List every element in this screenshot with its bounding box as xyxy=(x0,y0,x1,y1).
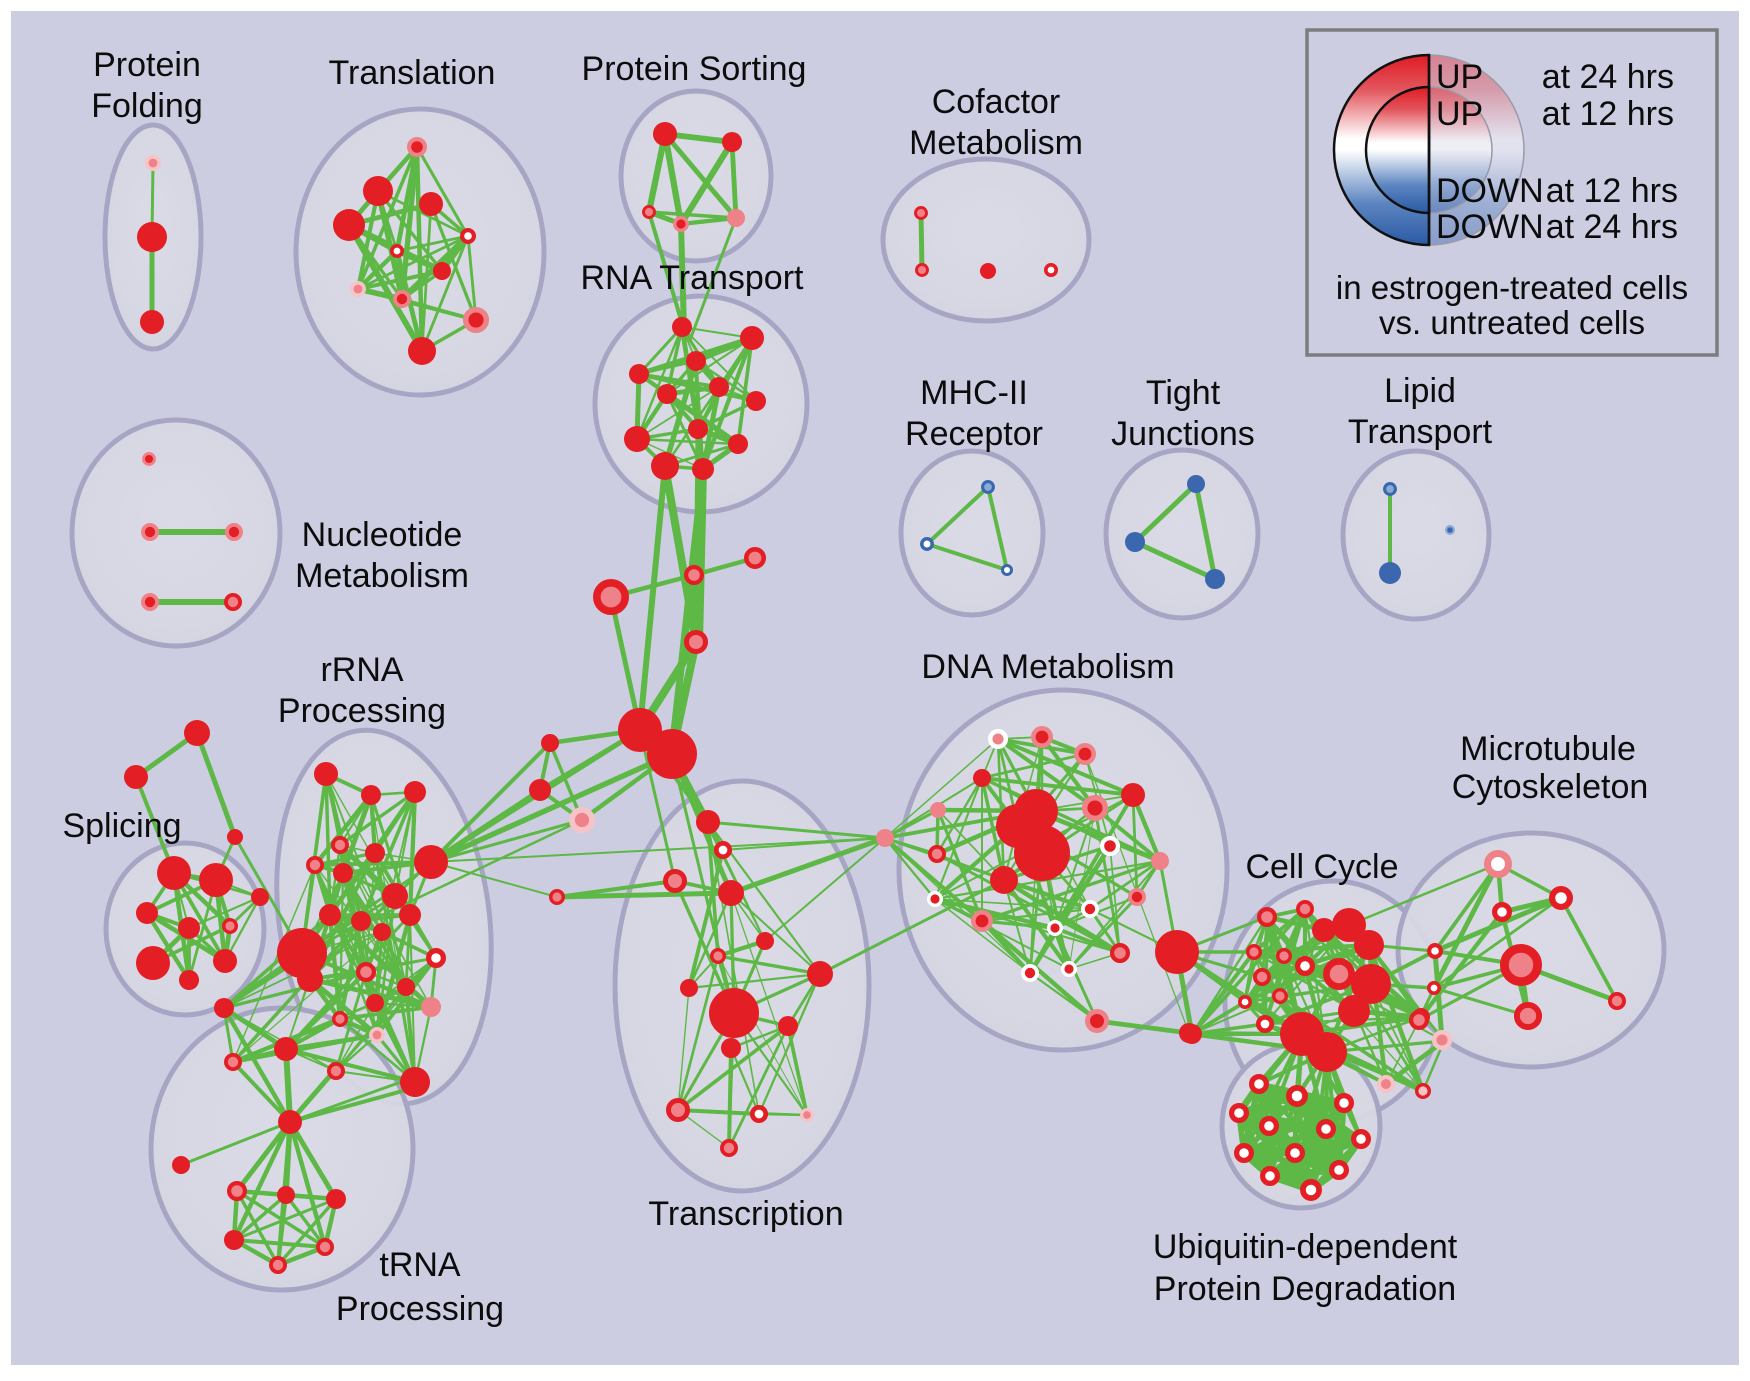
svg-text:DOWN: DOWN xyxy=(1436,208,1544,246)
svg-text:Processing: Processing xyxy=(336,1290,504,1328)
svg-text:Tight: Tight xyxy=(1146,374,1221,412)
svg-text:UP: UP xyxy=(1436,95,1483,133)
svg-text:rRNA: rRNA xyxy=(320,651,403,689)
svg-text:at 24 hrs: at 24 hrs xyxy=(1542,58,1674,96)
svg-text:at 12 hrs: at 12 hrs xyxy=(1542,95,1674,133)
svg-text:at 24 hrs: at 24 hrs xyxy=(1546,208,1678,246)
svg-text:Microtubule: Microtubule xyxy=(1460,730,1636,768)
svg-text:vs. untreated cells: vs. untreated cells xyxy=(1379,304,1645,341)
svg-text:Processing: Processing xyxy=(278,692,446,730)
svg-text:in estrogen-treated cells: in estrogen-treated cells xyxy=(1336,269,1688,306)
svg-text:Cell Cycle: Cell Cycle xyxy=(1245,848,1398,886)
svg-text:Protein Sorting: Protein Sorting xyxy=(582,50,807,88)
svg-text:Lipid: Lipid xyxy=(1384,372,1456,410)
svg-text:Splicing: Splicing xyxy=(62,807,181,845)
svg-text:MHC-II: MHC-II xyxy=(920,374,1028,412)
svg-text:Transport: Transport xyxy=(1348,413,1493,451)
svg-text:Metabolism: Metabolism xyxy=(295,557,469,595)
svg-text:RNA Transport: RNA Transport xyxy=(581,259,805,297)
svg-text:Protein Degradation: Protein Degradation xyxy=(1154,1270,1456,1308)
svg-text:Metabolism: Metabolism xyxy=(909,124,1083,162)
svg-text:at 12 hrs: at 12 hrs xyxy=(1546,172,1678,210)
svg-text:DNA Metabolism: DNA Metabolism xyxy=(921,648,1174,686)
svg-text:Junctions: Junctions xyxy=(1111,415,1255,453)
svg-text:Transcription: Transcription xyxy=(648,1195,843,1233)
svg-text:Translation: Translation xyxy=(329,54,496,92)
svg-text:DOWN: DOWN xyxy=(1436,172,1544,210)
svg-text:Receptor: Receptor xyxy=(905,415,1043,453)
svg-text:Cytoskeleton: Cytoskeleton xyxy=(1452,768,1649,806)
svg-text:Ubiquitin-dependent: Ubiquitin-dependent xyxy=(1153,1228,1458,1266)
svg-text:Cofactor: Cofactor xyxy=(932,83,1061,121)
svg-text:Folding: Folding xyxy=(91,87,203,125)
svg-text:UP: UP xyxy=(1436,58,1483,96)
svg-text:Nucleotide: Nucleotide xyxy=(302,516,463,554)
svg-text:tRNA: tRNA xyxy=(379,1246,461,1284)
svg-text:Protein: Protein xyxy=(93,46,201,84)
